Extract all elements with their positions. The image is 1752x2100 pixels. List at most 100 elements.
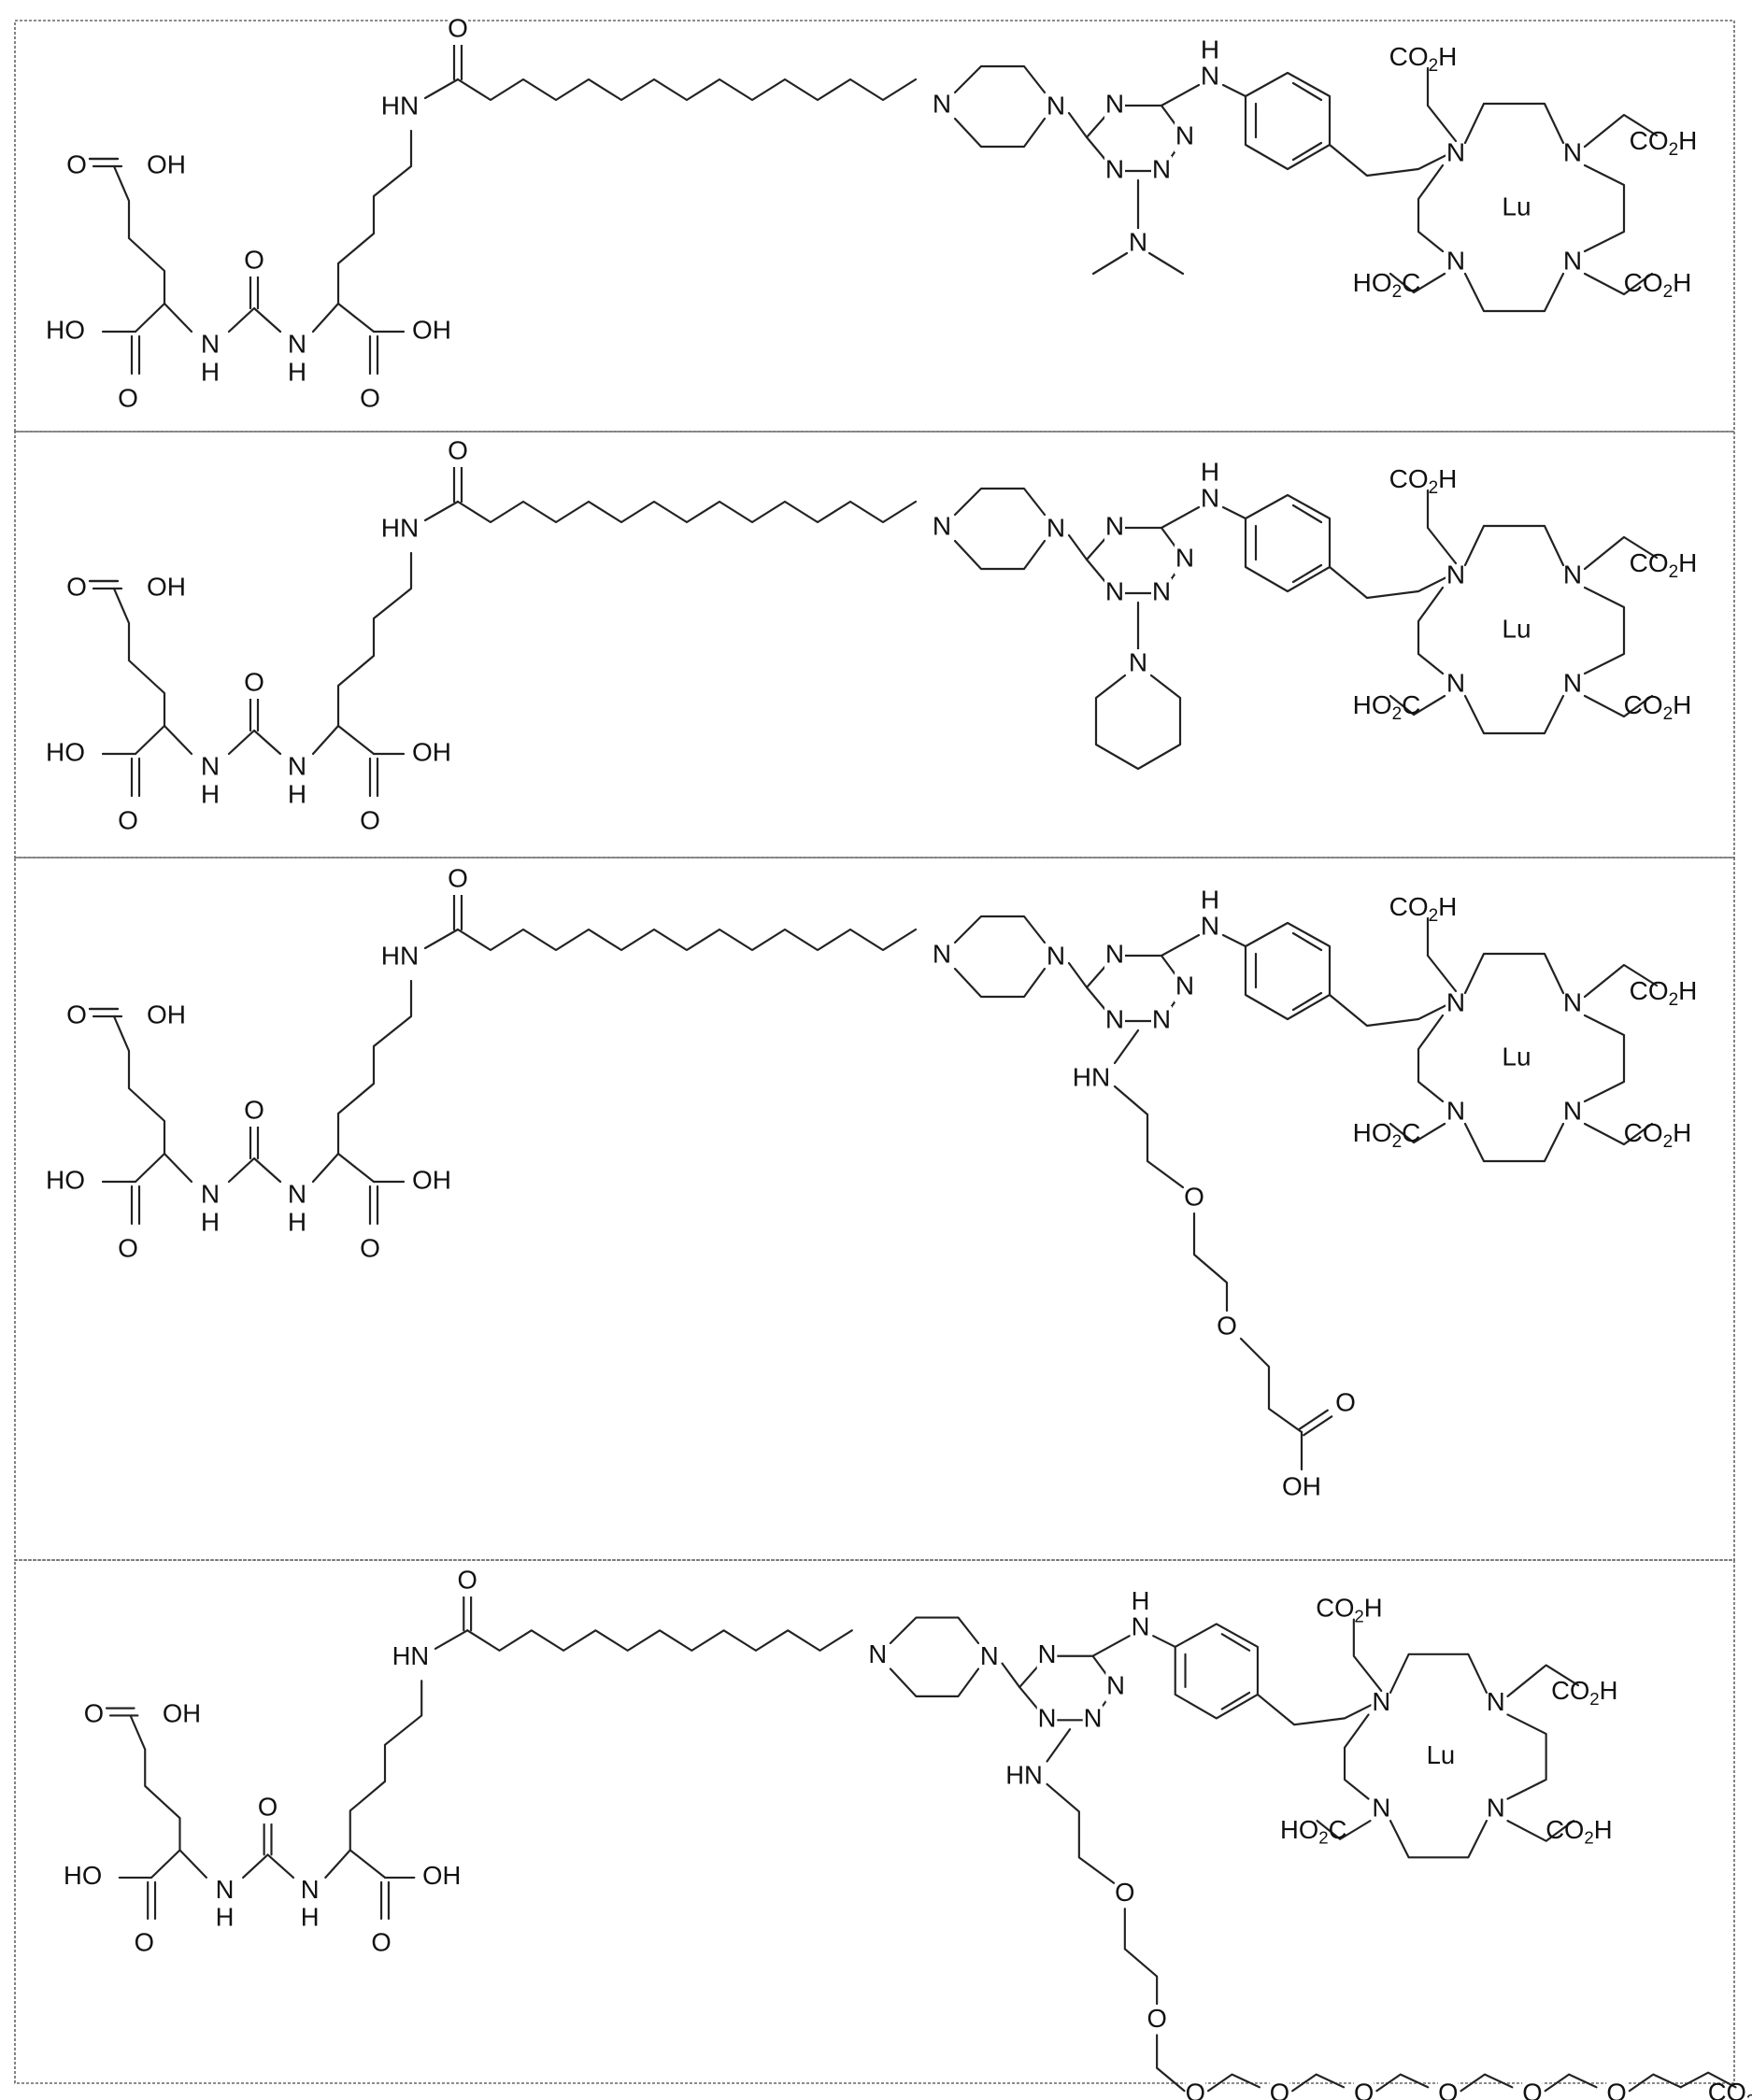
peg-o2: O: [1217, 1311, 1237, 1340]
arm-1: [1354, 1620, 1381, 1691]
piperazine-triazine: [1069, 535, 1087, 560]
co2h-arm-4-h: H: [1673, 268, 1691, 297]
lys-amide-nh: HN: [381, 91, 419, 120]
piperazine-n1: N: [868, 1639, 887, 1668]
amide-oxo-atom: O: [448, 863, 468, 892]
co2h-arm-2-sub: 2: [1669, 562, 1679, 582]
peg-acid-oxo: [1300, 1411, 1328, 1429]
glu-side-oxo: O: [66, 1000, 87, 1029]
urea-h1: H: [201, 1207, 220, 1236]
piperazine-triazine: [1069, 113, 1087, 137]
piperazine-n2: N: [1047, 91, 1065, 120]
urea-c: [229, 308, 280, 332]
panel-3: OOHHOONHONHOHOHNONNNNNNNHNNNNLuCO2HCO2HH…: [46, 863, 1697, 1503]
triazine-nh: [1161, 85, 1199, 106]
panel-box-1: [15, 21, 1734, 432]
cyclen-top: [1465, 526, 1563, 565]
cyclen-right: [1507, 1714, 1545, 1798]
glu-alpha-to-acid: [135, 1154, 164, 1182]
co2h-arm-4-h: H: [1673, 1118, 1691, 1147]
peg-o7: O: [1522, 2078, 1542, 2100]
lys-side-chain: [350, 1681, 421, 1850]
co2h-arm-4-co: CO: [1624, 1118, 1663, 1147]
cyclen-bottom: [1465, 274, 1563, 311]
arm-1: [1428, 918, 1456, 991]
lys-amide-nh: HN: [381, 513, 419, 542]
ho2c-arm-3: HO2C: [1353, 1118, 1421, 1152]
piperazine-bottom: [955, 969, 1045, 997]
ho2c-arm-3-ho: HO: [1353, 268, 1392, 297]
cyclen-top: [1465, 954, 1563, 993]
piperazine-n2: N: [1047, 941, 1065, 970]
co2h-arm-2-co: CO: [1630, 126, 1669, 155]
ho2c-arm-3-sub: 2: [1392, 282, 1403, 302]
cyclen-n4: N: [1487, 1794, 1505, 1823]
glu-chain: [114, 589, 164, 726]
piperazine-bottom: [955, 541, 1045, 569]
triazine-n4: N: [1084, 1704, 1103, 1733]
cyclen-right: [1585, 1015, 1624, 1101]
peg-o4: O: [1270, 2078, 1289, 2100]
panel-box-2: [15, 432, 1734, 858]
co2h-arm-4-sub: 2: [1663, 282, 1674, 302]
co2h-arm-2-co: CO: [1630, 548, 1669, 577]
co2h-arm-1-sub: 2: [1354, 1607, 1363, 1626]
amide-n-c: [425, 929, 458, 948]
peg-o3: O: [1186, 2078, 1205, 2100]
lys-acid-hydroxyl: OH: [422, 1861, 461, 1890]
co2h-arm-1: CO2H: [1316, 1594, 1382, 1626]
cyclen-n4: N: [1563, 1096, 1582, 1125]
co2h-arm-2: CO2H: [1630, 976, 1698, 1010]
co2h-terminal-co: CO: [1708, 2078, 1746, 2100]
ho2c-arm-3-sub: 2: [1318, 1828, 1328, 1848]
phenyl-ring: [1246, 73, 1330, 169]
triazine-n1: N: [1105, 89, 1124, 118]
benzyl-link: [1258, 1695, 1374, 1724]
co2h-arm-2-co: CO: [1630, 976, 1669, 1005]
ho2c-arm-3-ho: HO: [1280, 1815, 1318, 1844]
peg-o6: O: [1438, 2078, 1458, 2100]
urea-n1: N: [201, 1179, 220, 1208]
glu-acid-oxo-atom: O: [118, 383, 138, 412]
cyclen-right: [1585, 165, 1624, 251]
cyclen-n3: N: [1372, 1794, 1390, 1823]
peg-o5: O: [1354, 2078, 1374, 2100]
peg-link-2: [1194, 1213, 1227, 1311]
urea-h2: H: [288, 779, 306, 808]
peg-link-1: [1047, 1784, 1115, 1883]
cyclen-left: [1418, 165, 1443, 251]
co2h-arm-1: CO2H: [1389, 892, 1458, 926]
piperazine-n1: N: [933, 939, 951, 968]
urea-c: [243, 1854, 293, 1878]
co2h-arm-1-h: H: [1438, 464, 1457, 493]
co2h-arm-1-co: CO: [1389, 892, 1429, 921]
glu-acid-oxo-atom: O: [118, 1233, 138, 1262]
ho2c-arm-3-c: C: [1329, 1815, 1347, 1844]
n-methyl-2: [1149, 253, 1183, 274]
piperazine-bottom: [890, 1668, 978, 1696]
co2h-arm-4-sub: 2: [1663, 704, 1674, 724]
glu-side-oxo: O: [66, 149, 87, 178]
amide-n-c: [435, 1630, 467, 1649]
phenyl-inner-2: [1293, 83, 1321, 100]
cyclen-bottom: [1390, 1821, 1487, 1857]
lys-alpha-acid: [338, 304, 374, 332]
panel-1: OOHHOONHONHOHOHNONNNNNNNHNNNNLuCO2HCO2HH…: [46, 13, 1697, 415]
co2h-arm-2: CO2H: [1630, 548, 1698, 582]
alkyl-chain: [458, 502, 916, 522]
phenyl-inner-2: [1293, 933, 1321, 950]
ho2c-arm-3-c: C: [1402, 268, 1420, 297]
peg-o2: O: [1147, 2004, 1166, 2033]
glu-acid-hydroxyl: HO: [64, 1861, 102, 1890]
ho2c-arm-3-ho: HO: [1353, 1118, 1392, 1147]
piperazine-n1: N: [933, 511, 951, 540]
urea-n2: N: [288, 329, 306, 358]
triazine-nh: [1161, 935, 1199, 956]
glu-side-oxo: O: [66, 572, 87, 601]
piperazine-triazine: [1069, 963, 1087, 987]
peg-o1: O: [1184, 1182, 1204, 1211]
cyclen-n4: N: [1563, 668, 1582, 697]
glu-acid-oxo-atom: O: [135, 1928, 154, 1957]
cyclen-left: [1418, 1015, 1443, 1101]
lys-alpha-n: [313, 726, 338, 754]
